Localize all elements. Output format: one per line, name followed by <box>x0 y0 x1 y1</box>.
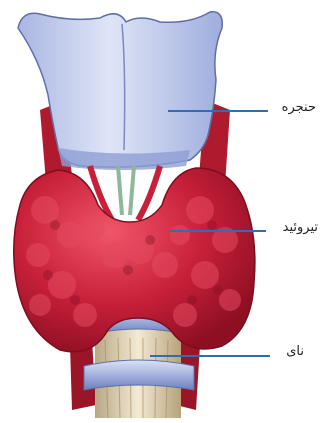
trachea-leader-line <box>150 355 270 357</box>
larynx-leader-line <box>168 110 268 112</box>
larynx-label: حنجره <box>282 100 316 115</box>
thyroid-label: تیروئید <box>283 220 318 235</box>
thyroid-leader-line <box>170 230 266 232</box>
trachea-label: نای <box>286 344 304 359</box>
